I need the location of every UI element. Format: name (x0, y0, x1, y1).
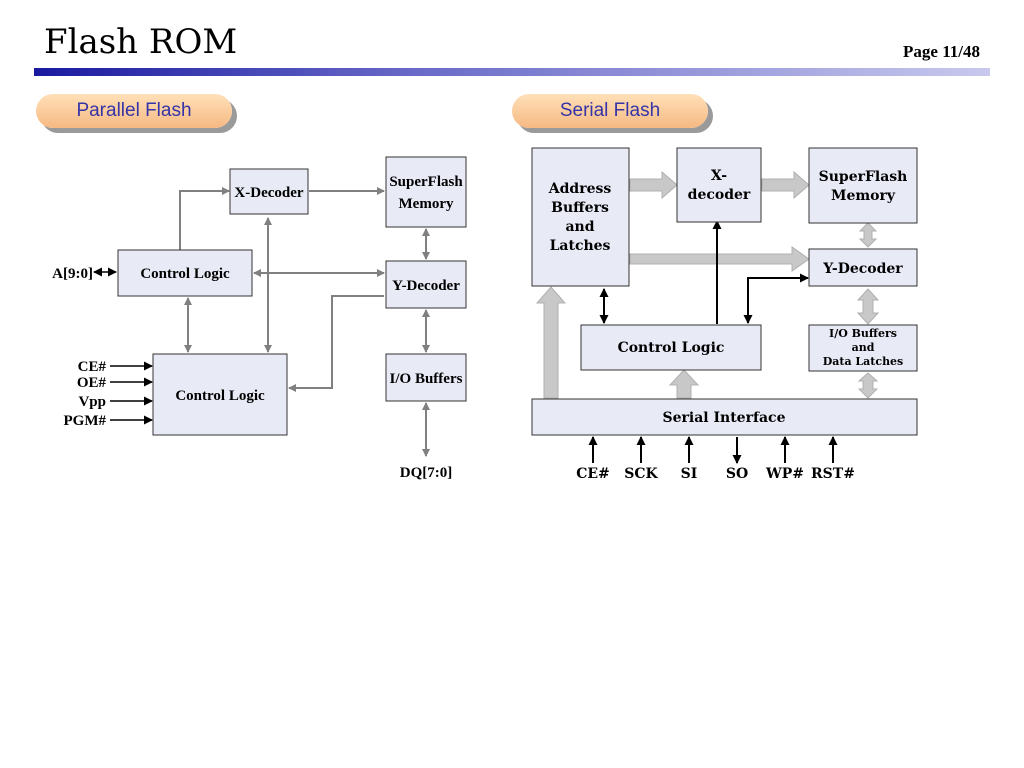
pin-rst-label: RST# (811, 466, 855, 482)
serial-io-buffers-block: I/O Buffers and Data Latches (808, 324, 918, 372)
parallel-memory-label: Memory (399, 196, 454, 212)
ydecoder-io-fat-arrow (856, 288, 880, 325)
serial-control-logic-block: Control Logic (580, 324, 762, 371)
address-to-ydecoder-fat-arrow (629, 246, 810, 272)
serial-io-buffers-label: I/O Buffers (829, 327, 897, 340)
serial-and-label: and (565, 219, 594, 235)
serial-x-decoder-block: X- decoder (676, 147, 762, 223)
page-number: Page 11/48 (903, 42, 980, 61)
parallel-io-buffers-block: I/O Buffers (385, 353, 467, 402)
parallel-control-logic-top-label: Control Logic (140, 266, 230, 282)
pin-sck-label: SCK (624, 466, 658, 482)
serial-flash-heading: Serial Flash (512, 94, 708, 128)
serial-address-label: Address (548, 181, 612, 197)
pin-wp-label: WP# (765, 466, 804, 482)
serial-interface-block: Serial Interface (531, 398, 918, 436)
pin-si-label: SI (681, 466, 698, 482)
parallel-y-decoder-block: Y-Decoder (385, 260, 467, 309)
signal-ce-label: CE# (78, 359, 107, 375)
serial-superflash-block: SuperFlash Memory (808, 147, 918, 224)
ctrl-to-xdecoder-arrow (179, 187, 230, 250)
parallel-flash-heading: Parallel Flash (36, 94, 232, 128)
serial-y-decoder-label: Y-Decoder (822, 261, 903, 277)
parallel-y-decoder-label: Y-Decoder (392, 278, 460, 294)
parallel-control-logic-bottom-label: Control Logic (175, 388, 265, 404)
serial-memory-label: Memory (831, 188, 896, 204)
parallel-x-decoder-label: X-Decoder (234, 185, 303, 201)
parallel-control-logic-bottom-block: Control Logic (152, 353, 288, 436)
io-interface-fat-arrow (857, 372, 879, 399)
parallel-flash-diagram: X-Decoder SuperFlash Memory Control Logi… (52, 156, 467, 481)
control-ydecoder-arrow (743, 273, 809, 324)
serial-interface-label: Serial Interface (663, 410, 786, 426)
parallel-superflash-block: SuperFlash Memory (385, 156, 467, 228)
title-underline-bar (34, 68, 990, 76)
interface-to-address-fat-arrow (535, 286, 567, 399)
slide-title: Flash ROM (44, 22, 238, 62)
signal-vpp-label: Vpp (78, 394, 106, 410)
serial-io-and-label: and (852, 341, 875, 354)
parallel-superflash-label: SuperFlash (389, 174, 463, 190)
serial-control-logic-label: Control Logic (618, 340, 725, 356)
address-to-xdecoder-fat-arrow (629, 170, 678, 200)
signal-dq-label: DQ[7:0] (400, 465, 453, 481)
serial-data-latches-label: Data Latches (823, 355, 904, 368)
parallel-io-buffers-label: I/O Buffers (390, 371, 463, 387)
interface-to-control-fat-arrow (668, 369, 700, 399)
signal-oe-label: OE# (77, 375, 107, 391)
serial-latches-label: Latches (550, 238, 611, 254)
pin-so-label: SO (726, 466, 748, 482)
serial-flash-diagram: Address Buffers and Latches X- decoder S… (531, 147, 918, 482)
serial-superflash-label: SuperFlash (819, 169, 908, 185)
serial-buffers-label: Buffers (551, 200, 609, 216)
serial-x-label: X- (711, 168, 727, 184)
signal-pgm-label: PGM# (64, 413, 107, 429)
memory-ydecoder-fat-arrow (858, 222, 878, 248)
serial-y-decoder-block: Y-Decoder (808, 248, 918, 287)
serial-decoder-label: decoder (688, 187, 751, 203)
pin-ce-label: CE# (576, 466, 610, 482)
xdecoder-to-memory-fat-arrow (761, 170, 810, 200)
parallel-control-logic-top-block: Control Logic (117, 249, 253, 297)
ydecoder-to-ctrl-bottom-arrow (288, 295, 384, 392)
serial-address-buffers-block: Address Buffers and Latches (531, 147, 630, 287)
signal-address-label: A[9:0] (52, 266, 93, 282)
parallel-x-decoder-block: X-Decoder (229, 168, 309, 215)
